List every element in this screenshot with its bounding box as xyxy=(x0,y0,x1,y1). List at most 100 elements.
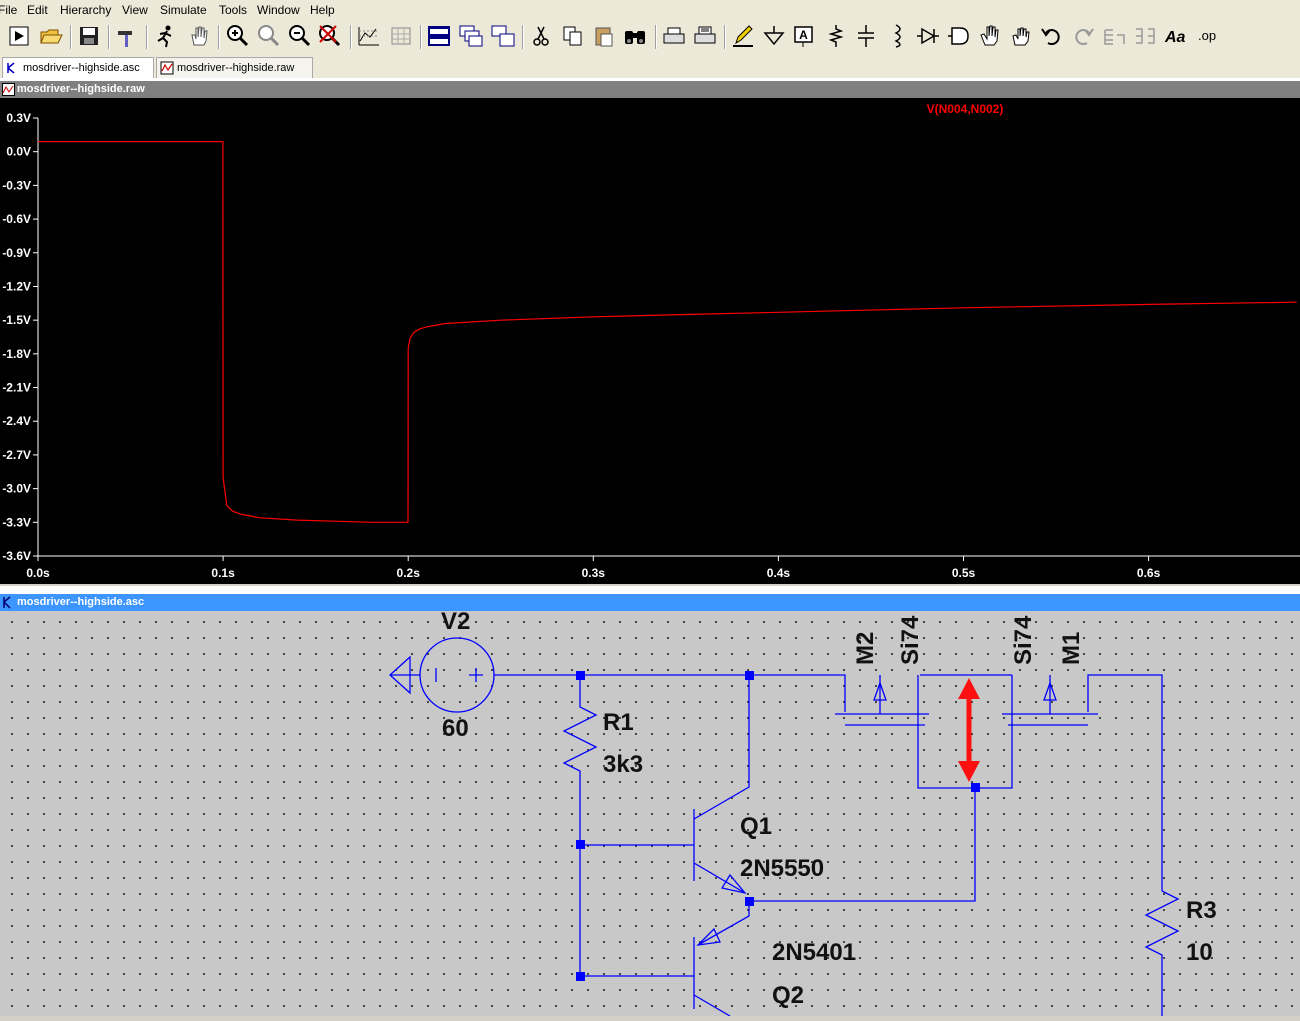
r3-resistor-symbol[interactable] xyxy=(1144,890,1180,1016)
cut-scissors-icon[interactable] xyxy=(528,23,554,49)
halt-running-man-icon[interactable] xyxy=(152,23,178,49)
x-tick-label: 0.5s xyxy=(952,566,976,580)
paste-icon[interactable] xyxy=(591,23,617,49)
m2-mosfet-symbol[interactable] xyxy=(835,674,1013,789)
open-folder-icon[interactable] xyxy=(38,23,64,49)
document-tabs: mosdriver--highside.asc mosdriver--highs… xyxy=(0,55,1300,78)
menu-window[interactable]: Window xyxy=(257,3,300,17)
schematic-icon xyxy=(7,62,15,74)
trace-legend-label[interactable]: V(N004,N002) xyxy=(927,102,1004,116)
zoom-in-icon[interactable] xyxy=(224,23,250,49)
plot-axes xyxy=(37,118,1300,557)
x-tick-label: 0.3s xyxy=(582,566,606,580)
red-double-arrow xyxy=(958,678,980,782)
r1-name-label[interactable]: R1 xyxy=(603,709,634,736)
drag-hand-icon[interactable] xyxy=(1008,23,1034,49)
menu-hierarchy[interactable]: Hierarchy xyxy=(60,3,112,17)
v2-name-label[interactable]: V2 xyxy=(441,608,470,635)
m1-value-label[interactable]: Si74 xyxy=(1010,615,1037,665)
component-icon[interactable] xyxy=(946,23,972,49)
label-net-icon[interactable]: A xyxy=(791,23,817,49)
copy-icon[interactable] xyxy=(560,23,586,49)
junction-dot xyxy=(971,783,980,792)
menu-tools[interactable]: Tools xyxy=(219,3,248,17)
menu-help[interactable]: Help xyxy=(310,3,335,17)
waveform-plot[interactable]: 0.3V0.0V-0.3V-0.6V-0.9V-1.2V-1.5V-1.8V-2… xyxy=(0,98,1300,584)
redo-icon[interactable] xyxy=(1070,23,1096,49)
q2-transistor-symbol[interactable] xyxy=(580,901,750,1017)
tile-vertical-icon[interactable] xyxy=(490,23,516,49)
m2-value-label[interactable]: Si74 xyxy=(897,615,924,665)
r1-resistor-symbol[interactable] xyxy=(562,675,598,976)
draw-wire-pencil-icon[interactable] xyxy=(730,23,756,49)
y-tick-label: 0.3V xyxy=(6,111,31,125)
tile-horizontal-icon[interactable] xyxy=(426,23,452,49)
print-icon[interactable] xyxy=(692,23,718,49)
undo-icon[interactable] xyxy=(1039,23,1065,49)
menu-view[interactable]: View xyxy=(122,3,148,17)
toolbar-separator xyxy=(350,25,352,49)
y-tick-label: -0.9V xyxy=(2,246,31,260)
q1-name-label[interactable]: Q1 xyxy=(740,813,772,840)
r3-value-label[interactable]: 10 xyxy=(1186,939,1213,966)
x-tick-label: 0.6s xyxy=(1137,566,1161,580)
schematic-window-titlebar[interactable]: mosdriver--highside.asc xyxy=(0,594,1300,611)
zoom-out-icon[interactable] xyxy=(286,23,312,49)
ground-symbol xyxy=(389,655,411,695)
m1-mosfet-symbol[interactable] xyxy=(1002,674,1163,891)
move-hand-icon[interactable] xyxy=(977,23,1003,49)
wire-emitter-node[interactable] xyxy=(749,788,976,902)
pane-splitter[interactable] xyxy=(0,584,1300,595)
ground-icon[interactable] xyxy=(761,23,787,49)
pan-hand-icon[interactable] xyxy=(186,23,212,49)
y-tick-label: -3.0V xyxy=(2,482,31,496)
autorange-icon[interactable] xyxy=(356,23,382,49)
grid-icon[interactable] xyxy=(388,23,414,49)
m1-name-label[interactable]: M1 xyxy=(1058,632,1085,665)
control-panel-hammer-icon[interactable] xyxy=(114,23,140,49)
zoom-cancel-icon[interactable] xyxy=(316,23,342,49)
inductor-icon[interactable] xyxy=(884,23,910,49)
run-icon[interactable] xyxy=(6,23,32,49)
menu-simulate[interactable]: Simulate xyxy=(160,3,207,17)
cascade-windows-icon[interactable] xyxy=(458,23,484,49)
tab-schematic[interactable]: mosdriver--highside.asc xyxy=(2,57,154,78)
wire-top-rail[interactable] xyxy=(494,674,846,712)
y-tick-label: -0.3V xyxy=(2,178,31,192)
q2-name-label[interactable]: Q2 xyxy=(772,982,804,1009)
toolbar-separator xyxy=(108,25,110,49)
mirror-icon[interactable] xyxy=(1132,23,1158,49)
q2-value-label[interactable]: 2N5401 xyxy=(772,939,856,966)
diode-icon[interactable] xyxy=(915,23,941,49)
r1-value-label[interactable]: 3k3 xyxy=(603,751,643,778)
r3-name-label[interactable]: R3 xyxy=(1186,897,1217,924)
trace-line[interactable] xyxy=(38,141,1297,523)
q1-value-label[interactable]: 2N5550 xyxy=(740,855,824,882)
junction-dot xyxy=(576,671,585,680)
q1-transistor-symbol[interactable] xyxy=(580,809,746,894)
print-setup-icon[interactable] xyxy=(661,23,687,49)
save-icon[interactable] xyxy=(76,23,102,49)
find-binoculars-icon[interactable] xyxy=(622,23,648,49)
schematic-canvas[interactable]: V2 60 R1 3k3 Q1 2N5550 2N5401 Q2 R3 10 M… xyxy=(0,608,1300,1017)
v2-plus-minus xyxy=(435,668,483,682)
text-icon[interactable]: Aa xyxy=(1163,23,1189,49)
q1-collector-wire[interactable] xyxy=(693,675,750,820)
zoom-fit-icon[interactable] xyxy=(255,23,281,49)
toolbar-separator xyxy=(522,25,524,49)
resistor-icon[interactable] xyxy=(823,23,849,49)
m2-name-label[interactable]: M2 xyxy=(852,632,879,665)
junction-dot xyxy=(745,671,754,680)
capacitor-icon[interactable] xyxy=(853,23,879,49)
rotate-icon[interactable] xyxy=(1101,23,1127,49)
schematic-drawing[interactable]: V2 60 R1 3k3 Q1 2N5550 2N5401 Q2 R3 10 M… xyxy=(0,608,1300,1017)
plot-window-titlebar[interactable]: mosdriver--highside.raw xyxy=(0,81,1300,98)
menu-file[interactable]: File xyxy=(0,3,18,17)
spice-directive-icon[interactable]: .op xyxy=(1195,23,1221,49)
toolbar-separator xyxy=(655,25,657,49)
menu-edit[interactable]: Edit xyxy=(27,3,48,17)
waveform-icon xyxy=(160,61,174,75)
tab-waveform[interactable]: mosdriver--highside.raw xyxy=(156,57,313,78)
v2-value-label[interactable]: 60 xyxy=(442,715,469,742)
